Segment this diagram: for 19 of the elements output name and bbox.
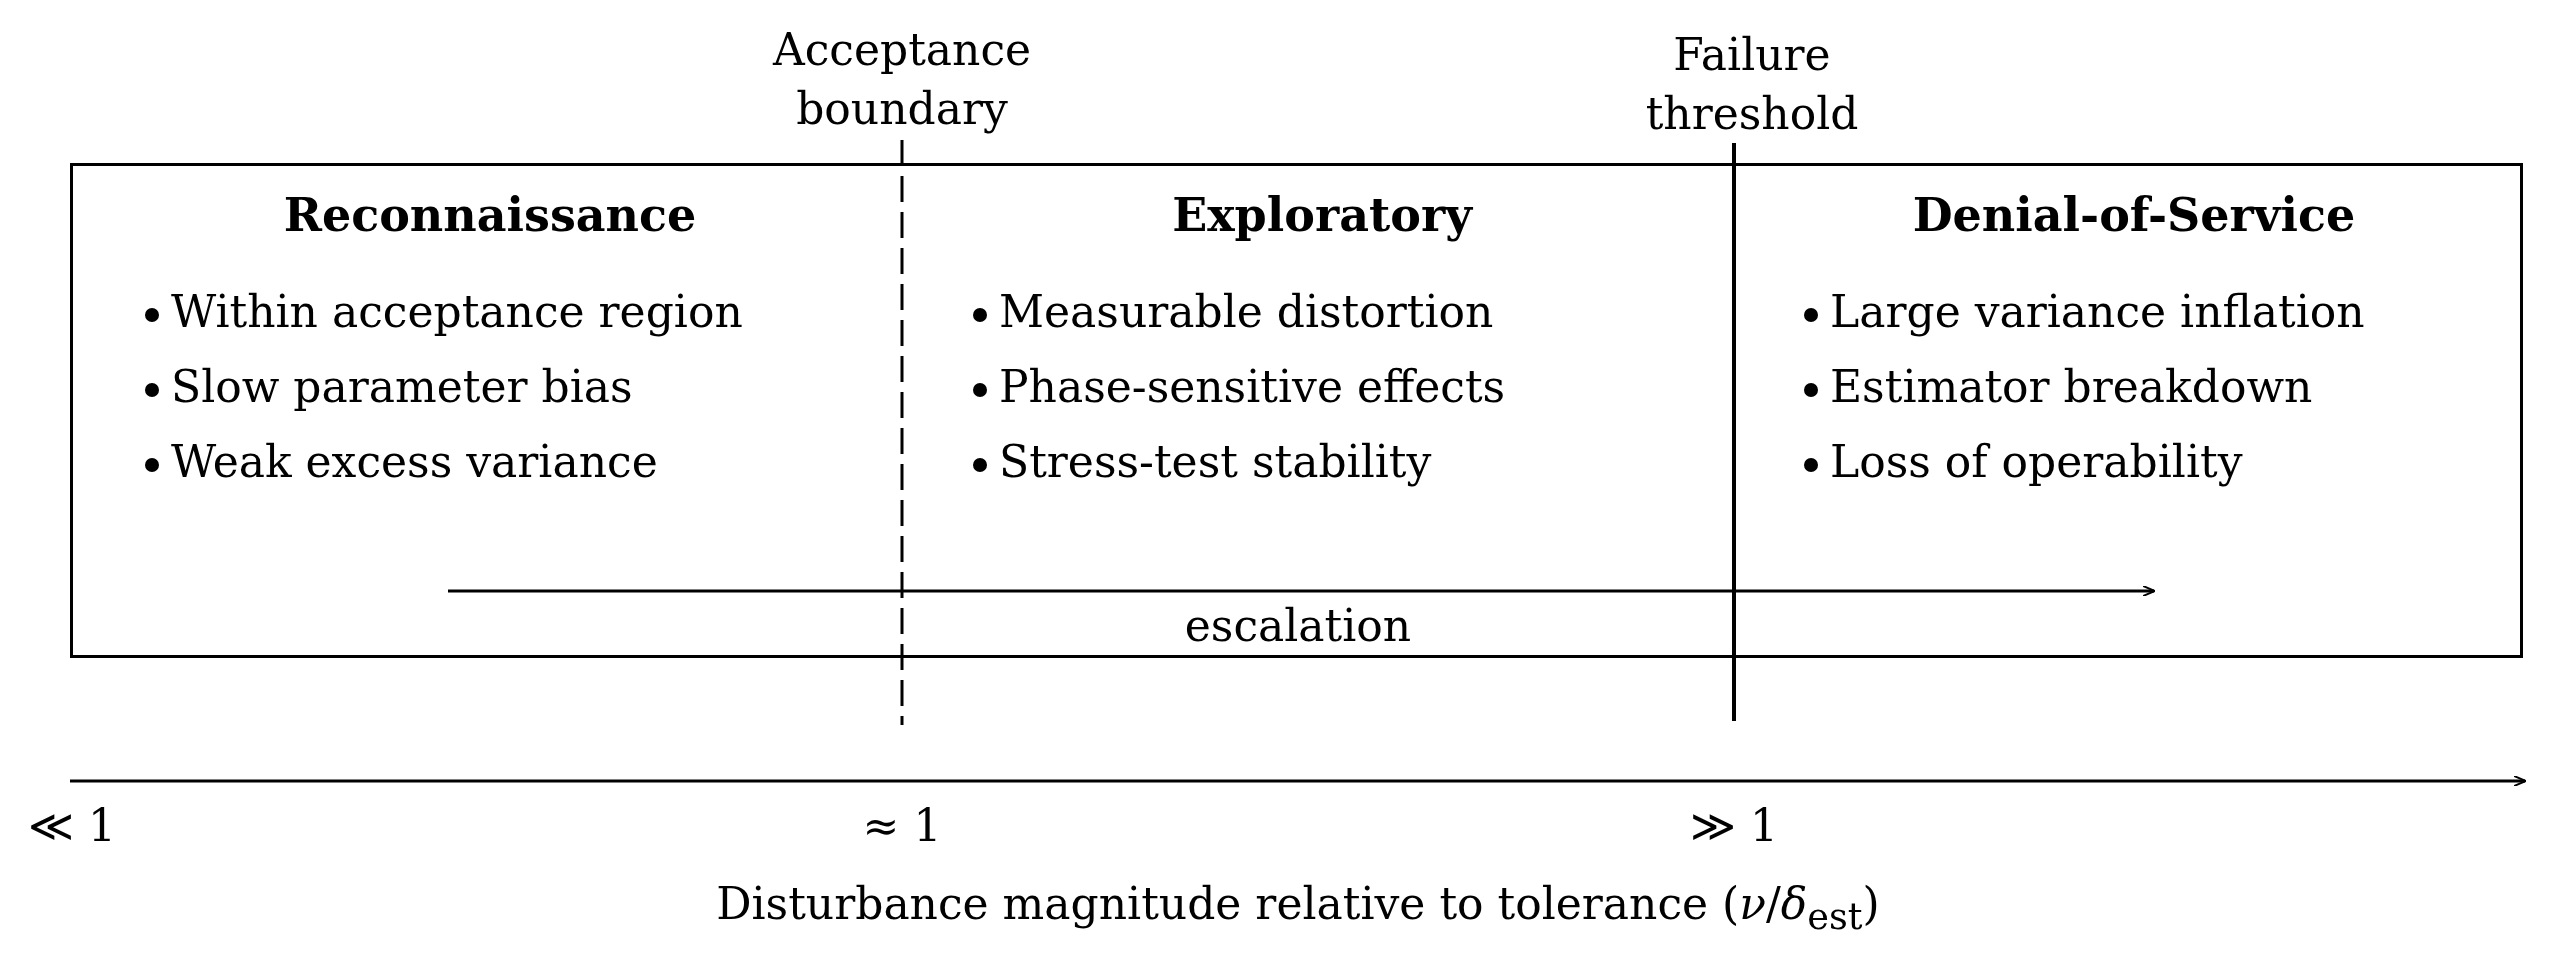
boundary-label: Acceptance boundary bbox=[771, 23, 1033, 137]
bullet-text: Slow parameter bias bbox=[171, 361, 633, 412]
bullet-text: Phase-sensitive effects bbox=[999, 361, 1506, 412]
section-heading: Denial-of-Service bbox=[1912, 188, 2356, 242]
bullet-text: Within acceptance region bbox=[171, 286, 743, 337]
section-heading: Reconnaissance bbox=[283, 188, 697, 242]
bullet-text: Measurable distortion bbox=[999, 286, 1494, 337]
frame-box bbox=[70, 163, 2523, 658]
section-heading: Exploratory bbox=[1172, 188, 1472, 242]
bullet-text: Estimator breakdown bbox=[1830, 361, 2313, 412]
tick-label: ≫ 1 bbox=[1690, 800, 1778, 853]
axis-title: Disturbance magnitude relative to tolerance (ν/δ$_{est}$) bbox=[716, 878, 1880, 939]
threshold-label: Failure threshold bbox=[1644, 28, 1860, 142]
bullet-text: Large variance inflation bbox=[1830, 286, 2365, 337]
tick-label: ≈ 1 bbox=[862, 800, 942, 853]
bullet-text: Weak excess variance bbox=[171, 436, 658, 487]
bullet-text: Stress-test stability bbox=[999, 436, 1432, 487]
bullet-text: Loss of operability bbox=[1830, 436, 2243, 487]
tick-label: ≪ 1 bbox=[28, 800, 116, 853]
